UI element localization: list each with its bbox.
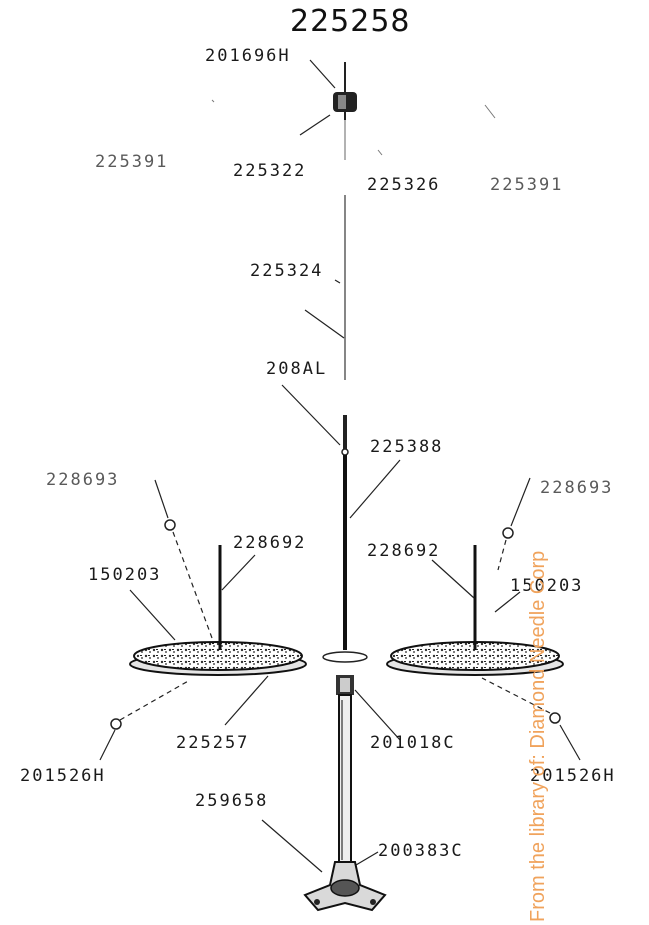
right-spool-plate: [386, 545, 564, 676]
left-spool-plate: [129, 545, 307, 676]
thread-guide-cap: [333, 62, 357, 160]
part-label-228693-right: 228693: [540, 478, 614, 498]
part-label-228692-left: 228692: [233, 533, 307, 553]
part-label-228692-right: 228692: [367, 541, 441, 561]
part-label-201526H-left: 201526H: [20, 766, 106, 786]
stand-column: [336, 675, 354, 866]
part-label-150203-right: 150203: [510, 576, 584, 596]
guide-arms: [211, 99, 496, 156]
part-label-201526H-right: 201526H: [530, 766, 616, 786]
guide-rod: [341, 195, 349, 456]
small-washers: [110, 519, 561, 730]
center-spool-rod: [322, 455, 368, 663]
part-label-259658: 259658: [195, 791, 269, 811]
stand-base: [303, 861, 387, 912]
part-label-225322: 225322: [233, 161, 307, 181]
part-label-225326: 225326: [367, 175, 441, 195]
part-label-201018C: 201018C: [370, 733, 456, 753]
part-label-225388: 225388: [370, 437, 444, 457]
part-label-200383C: 200383C: [378, 841, 464, 861]
part-label-150203-left: 150203: [88, 565, 162, 585]
part-label-225324: 225324: [250, 261, 324, 281]
leader-lines: [99, 59, 581, 873]
part-label-225391-right: 225391: [490, 175, 564, 195]
part-label-208AL: 208AL: [266, 359, 328, 379]
part-label-225257: 225257: [176, 733, 250, 753]
library-watermark: From the library of: Diamond Needle Corp: [527, 550, 549, 922]
part-label-228693-left: 228693: [46, 470, 120, 490]
part-label-201696H: 201696H: [205, 46, 291, 66]
diagram-title: 225258: [290, 4, 411, 39]
part-label-225391-left: 225391: [95, 152, 169, 172]
